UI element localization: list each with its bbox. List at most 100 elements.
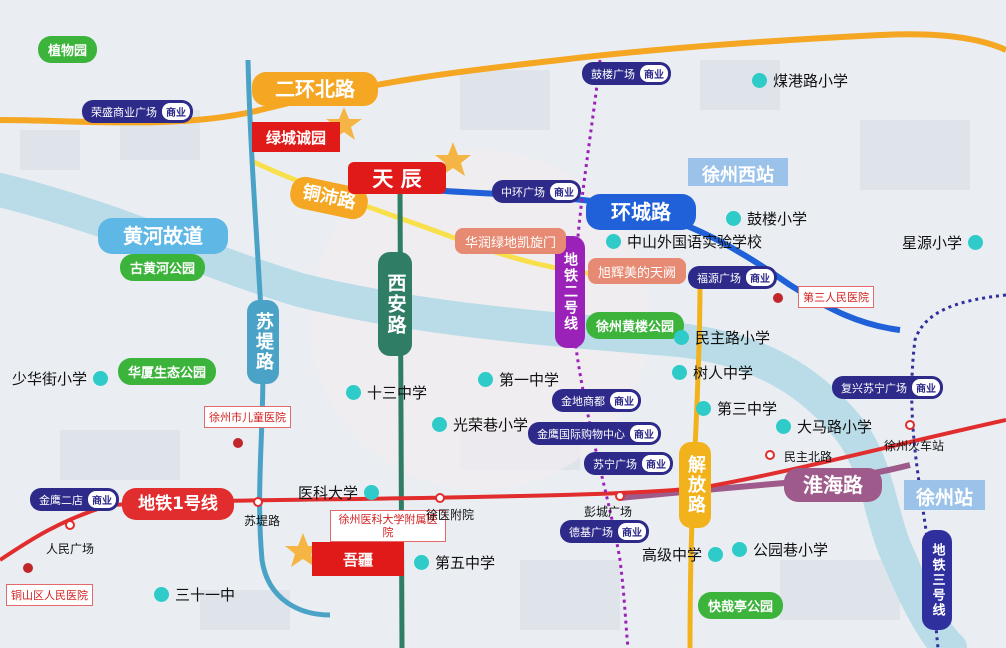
school-guangrong[interactable]: 光荣巷小学 <box>432 414 528 435</box>
station-minzhu-marker[interactable] <box>765 450 775 460</box>
commercial-tag: 商业 <box>550 183 578 200</box>
school-name: 鼓楼小学 <box>747 210 808 228</box>
commercial-tag: 商业 <box>88 491 116 508</box>
school-dot-icon <box>732 542 747 557</box>
school-dot-icon <box>726 211 741 226</box>
commercial-name: 福源广场 <box>697 271 741 285</box>
park-gu-huanghe[interactable]: 古黄河公园 <box>120 254 206 281</box>
school-gongyuanxiang[interactable]: 公园巷小学 <box>732 539 828 560</box>
commercial-name: 鼓楼广场 <box>591 67 635 81</box>
hospital-yike-fushu[interactable]: 徐州医科大学附属医院 <box>330 510 446 542</box>
project-xuhui[interactable]: 旭辉美的天阙 <box>588 258 687 284</box>
school-minzhulu[interactable]: 民主路小学 <box>674 327 770 348</box>
road-label-xian: 西安路 <box>378 252 412 356</box>
station-label-renmin[interactable]: 人民广场 <box>46 542 95 556</box>
project-wuyun[interactable]: 吾疆 <box>312 542 404 576</box>
park-kuaizaiting[interactable]: 快哉亭公园 <box>698 592 784 619</box>
school-dot-icon <box>93 371 109 386</box>
commercial-tag: 商业 <box>642 455 670 472</box>
school-yike[interactable]: 医科大学 <box>298 482 380 503</box>
station-label-huoche[interactable]: 徐州火车站 <box>884 439 945 453</box>
school-name: 高级中学 <box>642 546 703 564</box>
school-dot-icon <box>414 555 429 570</box>
commercial-tag: 商业 <box>618 523 646 540</box>
project-huarun[interactable]: 华润绿地凯旋门 <box>455 228 567 254</box>
commercial-zhonghuan[interactable]: 中环广场商业 <box>492 180 581 203</box>
commercial-suning[interactable]: 苏宁广场商业 <box>584 452 673 475</box>
school-gulou[interactable]: 鼓楼小学 <box>726 208 807 229</box>
school-zhongshan[interactable]: 中山外国语实验学校 <box>606 231 762 252</box>
school-gaoji[interactable]: 高级中学 <box>642 544 724 565</box>
commercial-fuyuan[interactable]: 福源广场商业 <box>688 266 777 289</box>
school-name: 中山外国语实验学校 <box>627 233 763 251</box>
commercial-rongsheng[interactable]: 荣盛商业广场商业 <box>82 100 193 123</box>
school-shaohua[interactable]: 少华街小学 <box>12 368 109 389</box>
station-renmin-marker[interactable] <box>65 520 75 530</box>
station-label-pengcheng[interactable]: 彭城广场 <box>584 505 633 519</box>
school-dama[interactable]: 大马路小学 <box>776 416 872 437</box>
commercial-jinying-intl[interactable]: 金鹰国际购物中心商业 <box>528 422 661 445</box>
station-xuzhou[interactable]: 徐州站 <box>904 480 986 510</box>
station-label-minzhu[interactable]: 民主北路 <box>784 450 833 464</box>
school-name: 树人中学 <box>693 364 754 382</box>
hospital-pin[interactable] <box>773 293 783 303</box>
park-huaxia[interactable]: 华厦生态公园 <box>118 358 217 385</box>
station-pengcheng-marker[interactable] <box>615 491 625 501</box>
hospital-tongshan[interactable]: 铜山区人民医院 <box>6 584 93 606</box>
station-xuzhou-west[interactable]: 徐州西站 <box>688 158 788 186</box>
school-dot-icon <box>606 234 621 249</box>
school-dot-icon <box>672 365 687 380</box>
commercial-jinying[interactable]: 金鹰二店商业 <box>30 488 119 511</box>
school-meigang[interactable]: 煤港路小学 <box>752 70 848 91</box>
school-name: 十三中学 <box>367 384 428 402</box>
school-dot-icon <box>364 485 380 500</box>
school-dot-icon <box>752 73 767 88</box>
hospital-ertong[interactable]: 徐州市儿童医院 <box>204 406 291 428</box>
commercial-tag: 商业 <box>630 425 658 442</box>
school-name: 光荣巷小学 <box>453 416 529 434</box>
metro-label-line1: 地铁1号线 <box>122 488 234 520</box>
school-dot-icon <box>674 330 689 345</box>
station-label-xuyi[interactable]: 徐医附院 <box>426 508 475 522</box>
school-name: 星源小学 <box>902 234 963 252</box>
hospital-disan-renmin[interactable]: 第三人民医院 <box>798 286 874 308</box>
commercial-name: 金地商都 <box>561 394 605 408</box>
commercial-tag: 商业 <box>746 269 774 286</box>
school-name: 煤港路小学 <box>773 72 849 90</box>
commercial-deji[interactable]: 德基广场商业 <box>560 520 649 543</box>
commercial-jindi[interactable]: 金地商都商业 <box>552 389 641 412</box>
commercial-tag: 商业 <box>610 392 638 409</box>
school-disan[interactable]: 第三中学 <box>696 398 777 419</box>
road-label-sudi: 苏堤路 <box>247 300 279 384</box>
commercial-gulou[interactable]: 鼓楼广场商业 <box>582 62 671 85</box>
school-shisan[interactable]: 十三中学 <box>346 382 427 403</box>
commercial-fuxing-suning[interactable]: 复兴苏宁广场商业 <box>832 376 943 399</box>
school-diwu[interactable]: 第五中学 <box>414 552 495 573</box>
station-sudi-marker[interactable] <box>253 497 263 507</box>
hospital-pin[interactable] <box>23 563 33 573</box>
commercial-name: 苏宁广场 <box>593 457 637 471</box>
project-lvcheng[interactable]: 绿城诚园 <box>252 122 340 152</box>
school-diyi[interactable]: 第一中学 <box>478 369 559 390</box>
station-label-sudi[interactable]: 苏堤路 <box>244 514 281 528</box>
road-label-jiefang: 解放路 <box>679 442 711 528</box>
commercial-name: 荣盛商业广场 <box>91 105 157 119</box>
school-shuren[interactable]: 树人中学 <box>672 362 753 383</box>
station-huoche-marker[interactable] <box>905 420 915 430</box>
park-botanical[interactable]: 植物园 <box>38 36 98 63</box>
star-icon <box>326 107 362 140</box>
school-name: 民主路小学 <box>695 329 771 347</box>
park-huanglou[interactable]: 徐州黄楼公园 <box>586 312 685 339</box>
school-xingyuan[interactable]: 星源小学 <box>902 232 984 253</box>
commercial-tag: 商业 <box>640 65 668 82</box>
project-tianchen[interactable]: 天 辰 <box>348 162 446 194</box>
commercial-name: 金鹰国际购物中心 <box>537 427 625 441</box>
school-sanshiyi[interactable]: 三十一中 <box>154 584 235 605</box>
school-name: 医科大学 <box>298 484 359 502</box>
station-xuyi-marker[interactable] <box>435 493 445 503</box>
road-label-huaihai: 淮海路 <box>784 468 882 502</box>
commercial-tag: 商业 <box>162 103 190 120</box>
hospital-pin[interactable] <box>233 438 243 448</box>
